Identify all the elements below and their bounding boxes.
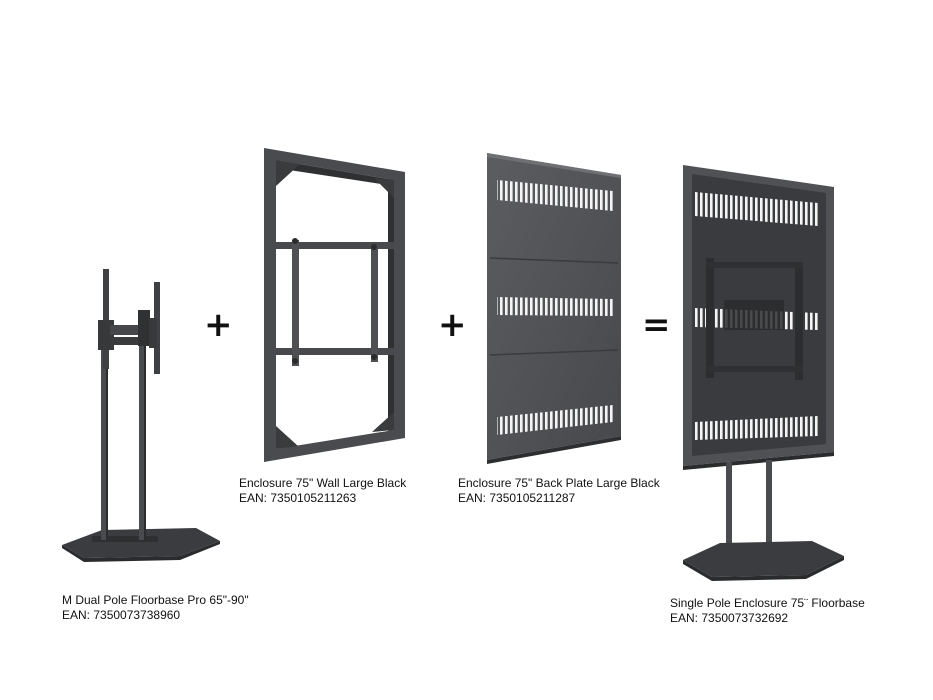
- caption-single-pole-enclosure: Single Pole Enclosure 75¨ Floorbase EAN:…: [670, 596, 865, 626]
- product-ean: EAN: 7350105211287: [458, 491, 576, 505]
- back-plate-image: [487, 153, 621, 464]
- caption-back-plate: Enclosure 75" Back Plate Large Black EAN…: [458, 476, 660, 506]
- equals-sign: =: [642, 305, 671, 345]
- product-ean: EAN: 7350105211263: [239, 491, 357, 505]
- product-name: Enclosure 75" Back Plate Large Black: [458, 476, 660, 490]
- single-pole-enclosure-image: [683, 165, 844, 581]
- plus-sign-2: +: [438, 305, 467, 345]
- product-name: Single Pole Enclosure 75¨ Floorbase: [670, 596, 865, 610]
- caption-dual-pole-floorbase: M Dual Pole Floorbase Pro 65"-90" EAN: 7…: [62, 593, 249, 623]
- product-name: M Dual Pole Floorbase Pro 65"-90": [62, 593, 249, 607]
- enclosure-wall-frame-image: [264, 148, 405, 462]
- product-ean: EAN: 7350073738960: [62, 608, 181, 622]
- plus-sign-1: +: [204, 305, 233, 345]
- product-ean: EAN: 7350073732692: [670, 611, 789, 625]
- dual-pole-floorbase-image: [62, 269, 220, 562]
- product-name: Enclosure 75" Wall Large Black: [239, 476, 407, 490]
- caption-enclosure-wall: Enclosure 75" Wall Large Black EAN: 7350…: [239, 476, 406, 506]
